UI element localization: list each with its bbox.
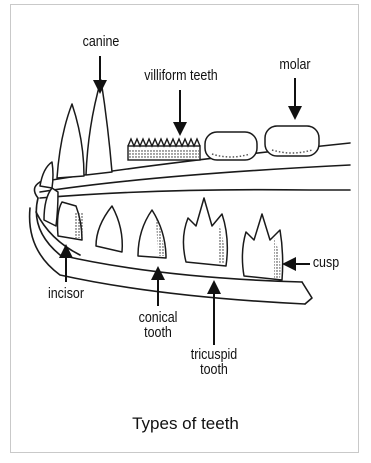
canine-teeth — [40, 80, 112, 188]
label-cusp: cusp — [309, 256, 343, 271]
label-molar: molar — [269, 58, 321, 73]
tricuspid-teeth — [183, 198, 282, 280]
label-tricuspid-line2: tooth — [183, 363, 245, 378]
label-conical-line1: conical — [130, 311, 185, 326]
molar-teeth — [205, 126, 319, 160]
conical-teeth — [96, 206, 166, 258]
label-conical-tooth: conical tooth — [130, 311, 185, 341]
villiform-teeth — [128, 139, 200, 160]
label-tricuspid-tooth: tricuspid tooth — [183, 348, 245, 378]
label-conical-line2: tooth — [130, 326, 185, 341]
label-incisor: incisor — [40, 287, 92, 302]
label-tricuspid-line1: tricuspid — [183, 348, 245, 363]
figure-caption: Types of teeth — [0, 414, 371, 434]
label-villiform-teeth: villiform teeth — [129, 69, 232, 84]
label-canine: canine — [75, 35, 127, 50]
